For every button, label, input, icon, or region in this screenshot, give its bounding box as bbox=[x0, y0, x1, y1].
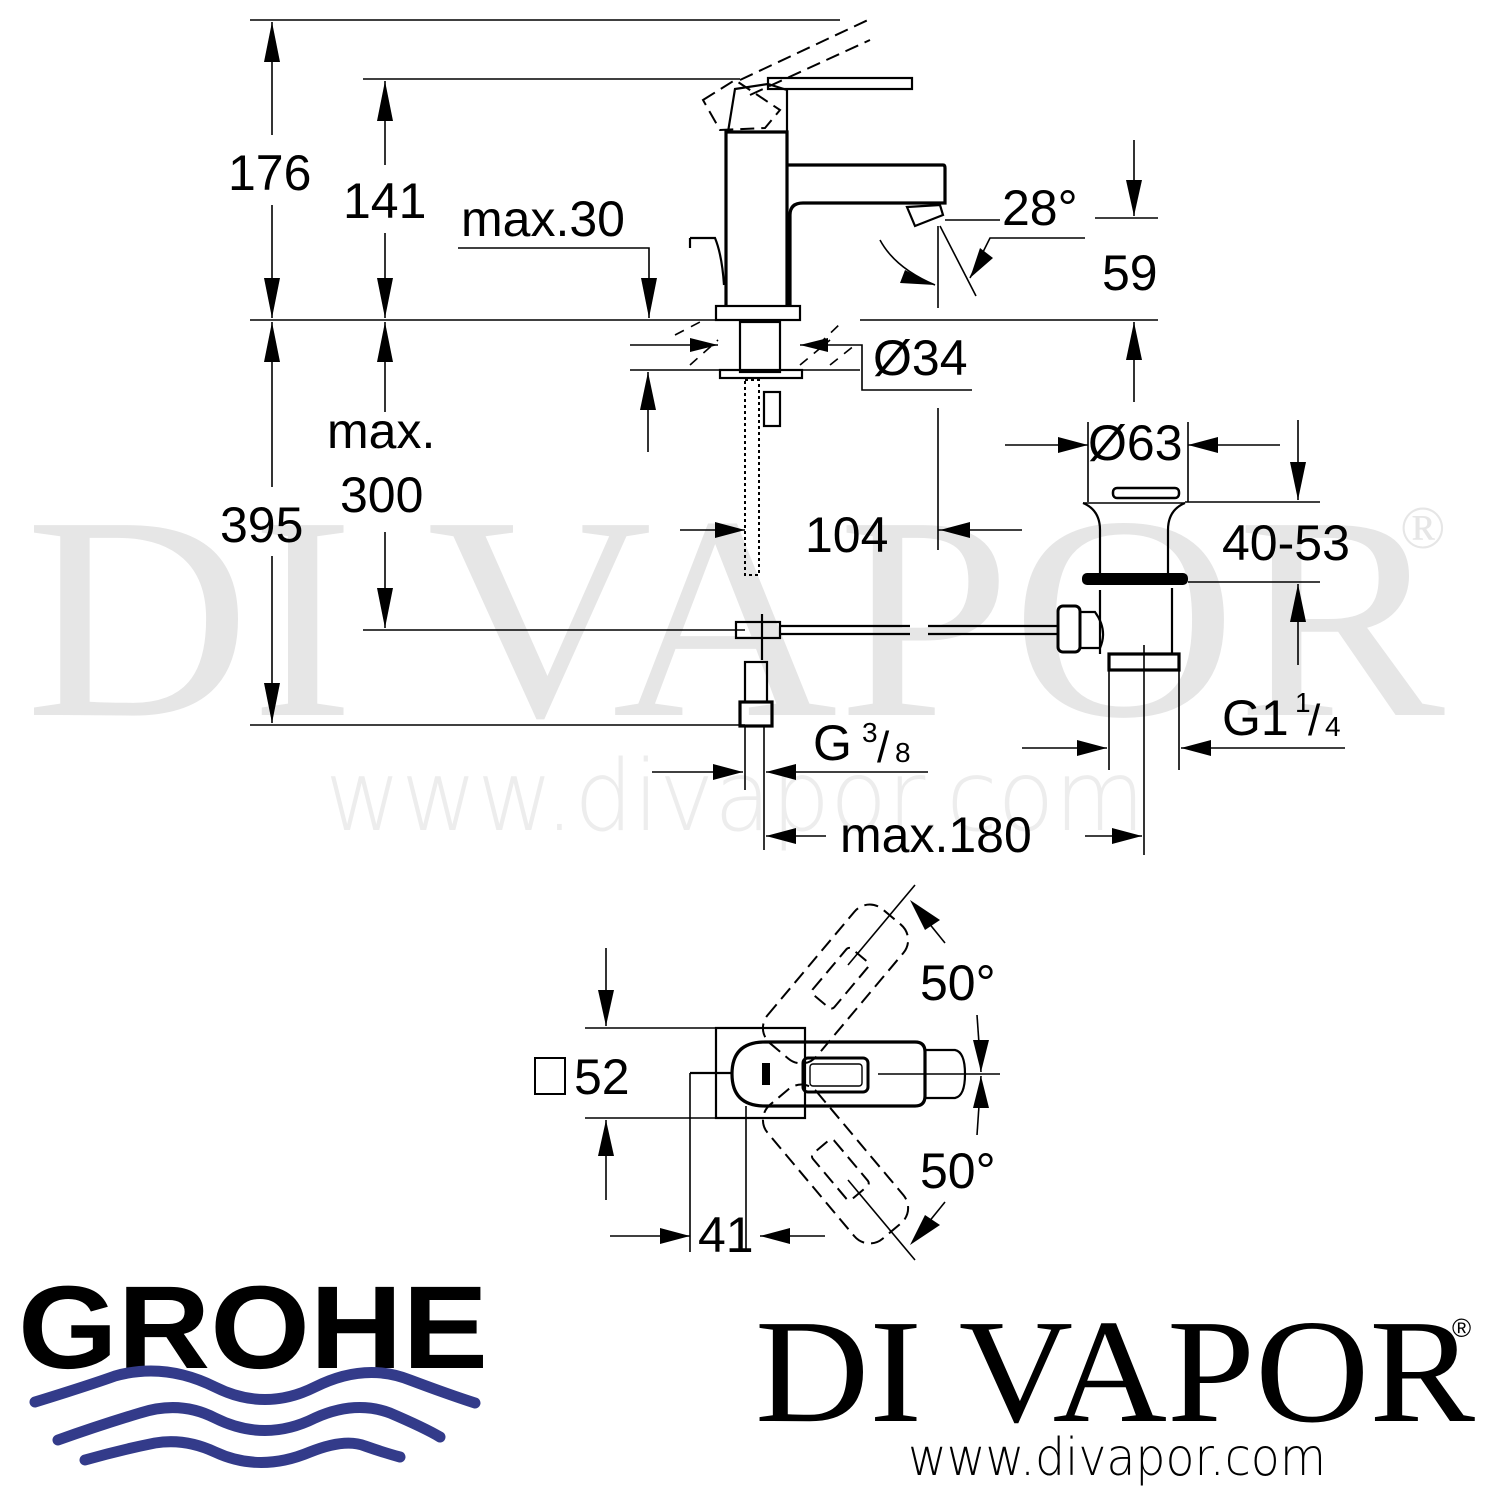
registered-mark: ® bbox=[1452, 1313, 1471, 1343]
square-symbol-icon bbox=[534, 1057, 566, 1095]
arrow-icon bbox=[713, 764, 743, 780]
arrow-icon bbox=[1126, 180, 1142, 216]
watermark-url: www.divapor.com bbox=[325, 740, 1145, 854]
arrow-icon bbox=[641, 278, 657, 318]
divapor-url: www.divapor.com bbox=[908, 1428, 1326, 1488]
arrow-icon bbox=[715, 522, 745, 538]
arrow-icon bbox=[264, 22, 280, 62]
dim-59-label: 59 bbox=[1102, 245, 1158, 301]
arrow-icon bbox=[640, 372, 656, 410]
arrow-icon bbox=[766, 764, 796, 780]
arrow-icon bbox=[1077, 740, 1107, 756]
dim-max30-label: max.30 bbox=[461, 191, 625, 247]
arrow-icon bbox=[1058, 437, 1088, 453]
arrow-icon bbox=[766, 828, 796, 844]
svg-text:/: / bbox=[1308, 696, 1321, 745]
arrow-icon bbox=[598, 1120, 614, 1156]
dim-395-label: 395 bbox=[220, 497, 303, 553]
wave-icon bbox=[79, 1436, 406, 1468]
arrow-icon bbox=[1181, 740, 1211, 756]
dim-34-leader bbox=[800, 344, 972, 391]
dim-g114-den: 4 bbox=[1325, 711, 1341, 742]
watermark-registered: ® bbox=[1400, 495, 1446, 561]
arrow-icon bbox=[1112, 828, 1142, 844]
dim-40-53-label: 40-53 bbox=[1222, 515, 1350, 571]
arrow-icon bbox=[598, 990, 614, 1026]
arrow-icon bbox=[1126, 322, 1142, 360]
arrow-icon bbox=[264, 278, 280, 318]
arrow-icon bbox=[377, 322, 393, 362]
wave-icon bbox=[29, 1365, 481, 1409]
wave-icon bbox=[52, 1402, 446, 1446]
arrow-icon bbox=[760, 1228, 790, 1244]
grohe-wordmark: GROHE bbox=[18, 1262, 488, 1394]
dim-g38-label: G bbox=[813, 715, 852, 771]
dim-52-label: 52 bbox=[574, 1049, 630, 1105]
dim-50deg-top-label: 50° bbox=[920, 955, 996, 1011]
supply-hose bbox=[718, 320, 804, 850]
arrow-icon bbox=[940, 522, 970, 538]
top-view: 52 50° 50° bbox=[534, 884, 1000, 1263]
arrow-icon bbox=[660, 1228, 690, 1244]
arrow-icon bbox=[910, 900, 940, 930]
arrow-icon bbox=[690, 338, 718, 352]
grohe-logo: GROHE bbox=[18, 1262, 488, 1468]
dim-63-label: Ø63 bbox=[1088, 415, 1183, 471]
arrow-icon bbox=[264, 322, 280, 362]
arrow-icon bbox=[377, 81, 393, 121]
dim-max30-leader bbox=[458, 247, 650, 318]
dim-300-label-max: max. bbox=[327, 403, 435, 459]
arrow-icon bbox=[264, 683, 280, 723]
dim-28deg-label: 28° bbox=[1002, 180, 1078, 236]
side-view: 176 141 max.30 395 max. 300 bbox=[220, 19, 1350, 863]
dim-50deg-bottom-label: 50° bbox=[920, 1143, 996, 1199]
spout-angle-line bbox=[939, 225, 977, 297]
arrow-icon bbox=[377, 588, 393, 628]
dim-g114-label: G1 bbox=[1222, 690, 1289, 746]
dim-g38-num: 3 bbox=[862, 717, 878, 748]
arrow-icon bbox=[1290, 462, 1306, 500]
arrow-icon bbox=[973, 1040, 989, 1072]
dim-141-label: 141 bbox=[343, 173, 426, 229]
divapor-wordmark: DI VAPOR bbox=[755, 1290, 1475, 1454]
arrow-icon bbox=[377, 278, 393, 318]
arrow-icon bbox=[1290, 584, 1306, 622]
divapor-logo: DI VAPOR ® www.divapor.com bbox=[755, 1290, 1475, 1488]
dim-41-label: 41 bbox=[698, 1207, 754, 1263]
dim-g38-den: 8 bbox=[895, 737, 911, 768]
arrow-icon bbox=[970, 248, 993, 278]
arrow-icon bbox=[973, 1076, 989, 1108]
dim-104-label: 104 bbox=[805, 507, 888, 563]
dim-g114-num: 1 bbox=[1295, 687, 1311, 718]
dim-300-label-value: 300 bbox=[340, 467, 423, 523]
arrow-icon bbox=[1188, 437, 1218, 453]
svg-text:/: / bbox=[877, 723, 890, 772]
faucet-body bbox=[688, 19, 947, 322]
arrow-icon bbox=[900, 270, 935, 285]
waste-fitting bbox=[1080, 486, 1188, 855]
dim-max180-label: max.180 bbox=[840, 807, 1032, 863]
arrow-icon bbox=[910, 1215, 940, 1245]
dim-34-label: Ø34 bbox=[873, 330, 968, 386]
pull-rod bbox=[780, 604, 1082, 654]
dim-176-label: 176 bbox=[228, 145, 311, 201]
